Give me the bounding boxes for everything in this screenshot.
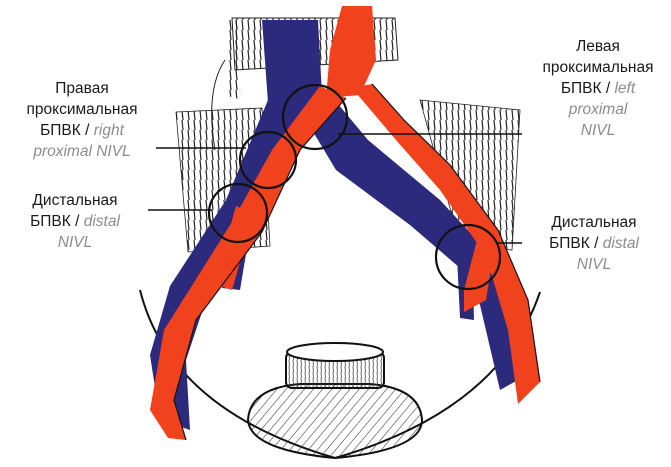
- label-line: проксимальная: [4, 99, 160, 120]
- label-line: проксимальная: [528, 57, 668, 78]
- label-line: БПВК / distal: [10, 211, 140, 232]
- label-separator: /: [590, 235, 603, 252]
- label-ru: БПВК: [549, 235, 590, 252]
- label-line: Левая: [528, 36, 668, 57]
- label-line: БПВК / distal: [524, 233, 664, 254]
- label-line: Дистальная: [524, 212, 664, 233]
- label-en: proximal: [528, 99, 668, 120]
- label-distal-right-nivl: Дистальная БПВК / distal NIVL: [10, 190, 140, 253]
- label-ru: БПВК: [561, 80, 602, 97]
- label-line: Дистальная: [10, 190, 140, 211]
- label-en: NIVL: [10, 232, 140, 253]
- label-ru: БПВК: [30, 213, 71, 230]
- label-separator: /: [71, 213, 84, 230]
- label-separator: /: [81, 122, 94, 139]
- label-line: БПВК / right: [4, 120, 160, 141]
- label-en: distal: [84, 213, 120, 230]
- label-en: right: [94, 122, 124, 139]
- label-en: NIVL: [528, 120, 668, 141]
- sacrum-structure: [248, 343, 422, 458]
- label-left-proximal-nivl: Левая проксимальная БПВК / left proximal…: [528, 36, 668, 141]
- label-en: distal: [603, 235, 639, 252]
- label-en: NIVL: [524, 254, 664, 275]
- label-line: Правая: [4, 78, 160, 99]
- label-ru: БПВК: [40, 122, 81, 139]
- label-separator: /: [602, 80, 615, 97]
- label-line: БПВК / left: [528, 78, 668, 99]
- label-right-proximal-nivl: Правая проксимальная БПВК / right proxim…: [4, 78, 160, 162]
- label-distal-left-nivl: Дистальная БПВК / distal NIVL: [524, 212, 664, 275]
- label-en: proximal NIVL: [4, 141, 160, 162]
- label-en: left: [614, 80, 635, 97]
